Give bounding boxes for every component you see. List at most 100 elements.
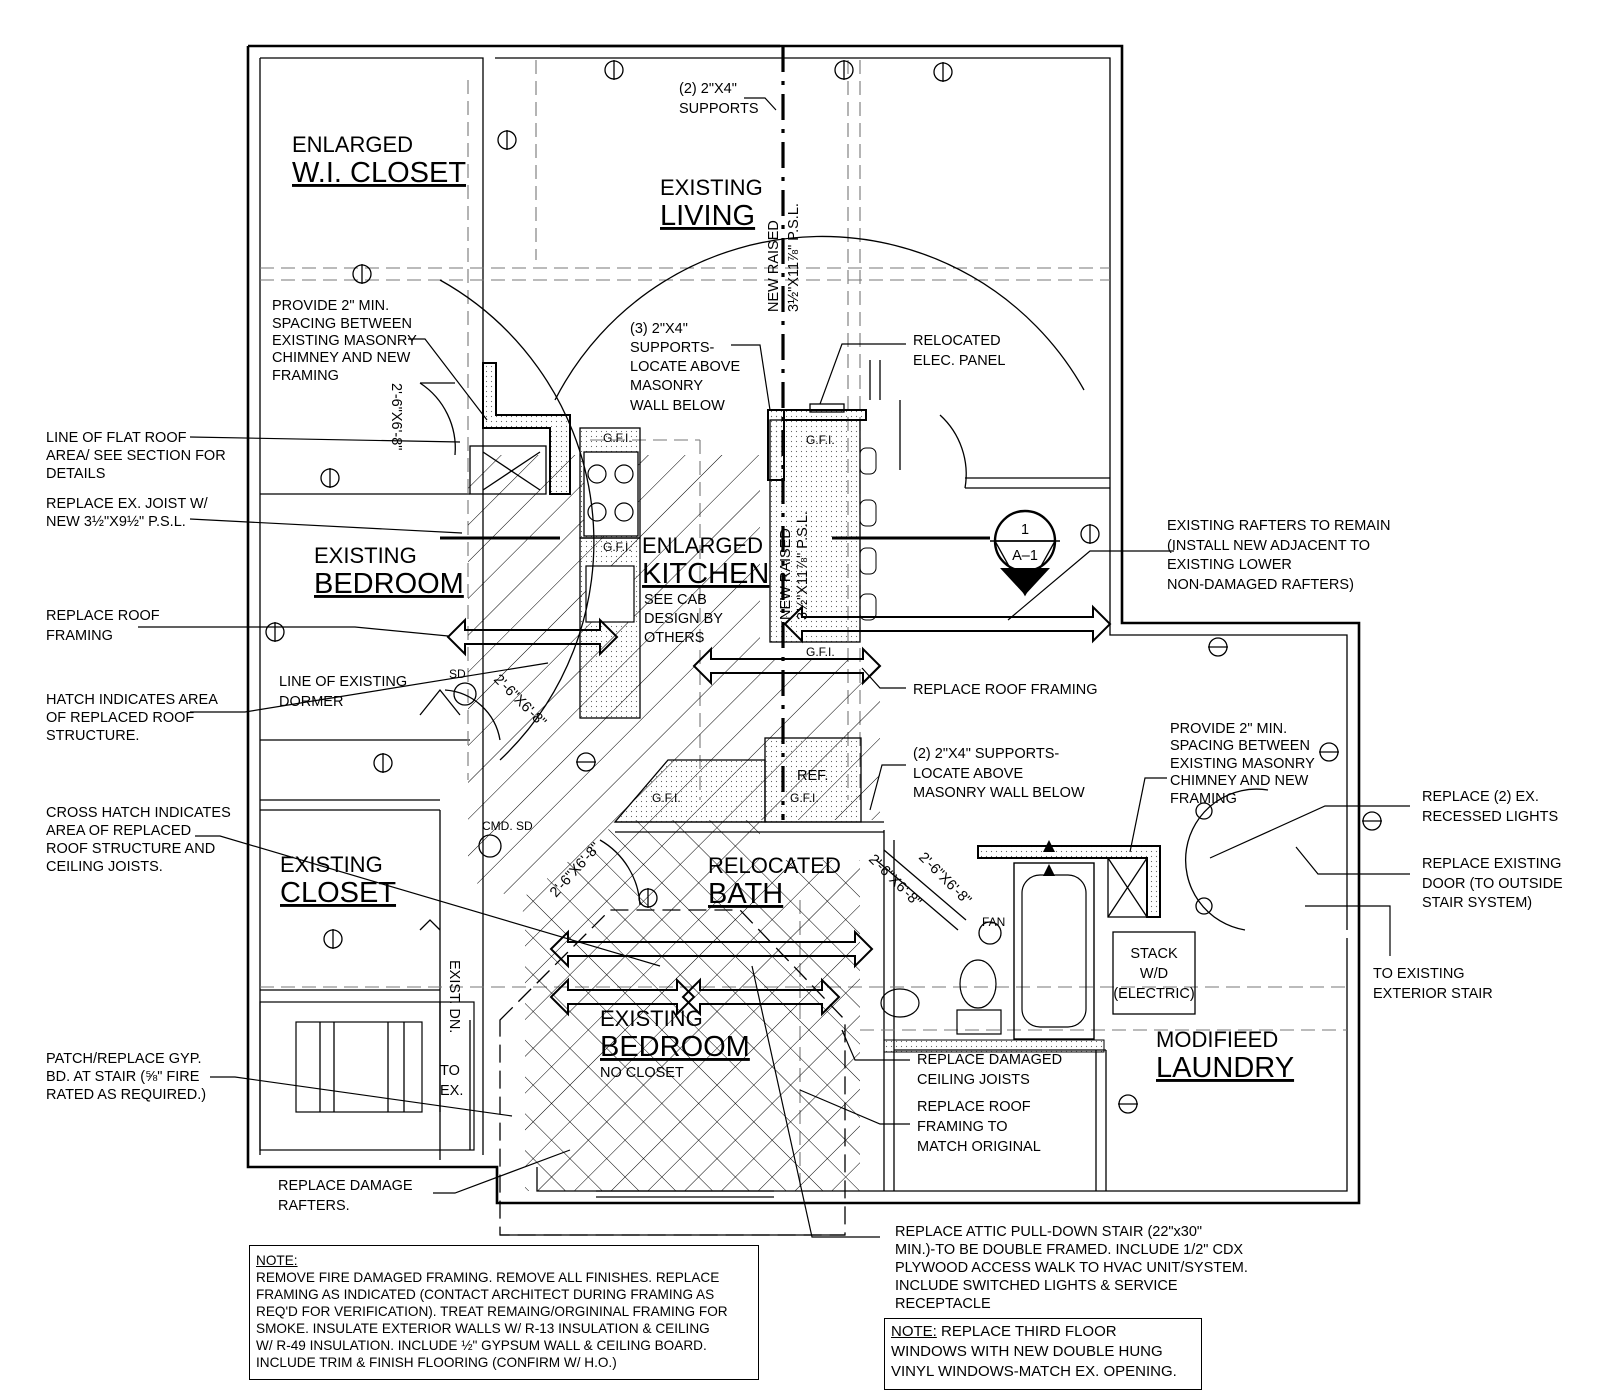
section-number: 1 (1021, 522, 1029, 538)
callout-supports-top: (2) 2"X4" SUPPORTS (679, 81, 759, 117)
kitchen-fixtures (579, 419, 877, 823)
room-wi-closet-line1: ENLARGED (292, 132, 413, 157)
kitchen-note-3: OTHERS (644, 630, 704, 646)
room-closet-line1: EXISTING (280, 852, 383, 877)
window-note: NOTE: REPLACE THIRD FLOOR WINDOWS WITH N… (884, 1318, 1202, 1390)
window-note-line: VINYL WINDOWS-MATCH EX. OPENING. (891, 1363, 1177, 1380)
light-fixture (638, 888, 658, 908)
room-living-name: LIVING (660, 200, 755, 232)
bath-fixtures (875, 840, 1196, 1053)
door-swings (419, 382, 1269, 931)
ref-label: REF. (797, 768, 828, 784)
section-marker: 1 A–1 (990, 509, 1060, 597)
light-fixture (834, 60, 854, 80)
general-note-line: REMOVE FIRE DAMAGED FRAMING. REMOVE ALL … (256, 1270, 720, 1285)
callout-flat-roof: LINE OF FLAT ROOF AREA/ SEE SECTION FOR … (46, 430, 230, 482)
beam-label-upper-1: NEW RAISED (766, 220, 782, 312)
stair (259, 919, 475, 1151)
sd-label: SD (449, 667, 466, 681)
gfi-label: G.F.I. (806, 433, 835, 447)
door-dimension: 2'-6"X6'-8" (388, 383, 404, 450)
light-fixture (933, 62, 953, 82)
light-fixture (373, 753, 393, 773)
beam-label-lower-2: 3½"X11⅞" P.S.L. (795, 511, 811, 620)
window-note-first-line: NOTE: REPLACE THIRD FLOOR (891, 1322, 1195, 1342)
double-arrow-icon (692, 646, 882, 686)
room-bedroom-left-line1: EXISTING (314, 543, 417, 568)
kitchen-note-1: SEE CAB (644, 592, 707, 608)
room-closet-name: CLOSET (280, 877, 396, 909)
general-note-line: W/ R-49 INSULATION. INCLUDE ½" GYPSUM WA… (256, 1338, 707, 1353)
callout-hatch: HATCH INDICATES AREA OF REPLACED ROOF ST… (46, 692, 221, 744)
room-bedroom-bottom-name: BEDROOM (600, 1031, 750, 1063)
light-fixture (497, 130, 517, 150)
smoke-detector-icon (453, 682, 477, 706)
psl-beams (440, 46, 990, 820)
stack-label-1: STACK (1130, 946, 1178, 962)
room-bedroom-bottom-line1: EXISTING (600, 1006, 703, 1031)
recessed-lights (265, 60, 1382, 1114)
smoke-detector-icon (478, 834, 502, 858)
fixture-labels: REF. STACK W/D (ELECTRIC) FAN G.F.I. G.F… (440, 431, 1195, 1099)
stack-label-3: (ELECTRIC) (1113, 986, 1194, 1002)
general-note-line: SMOKE. INSULATE EXTERIOR WALLS W/ R-13 I… (256, 1321, 710, 1336)
reference-arcs (439, 235, 1085, 761)
light-fixture (352, 264, 372, 284)
leader-lines (138, 97, 1410, 1238)
general-note-heading: NOTE: (256, 1253, 298, 1268)
callout-ext-stair: TO EXISTING EXTERIOR STAIR (1373, 966, 1493, 1002)
callout-supports-low: (2) 2"X4" SUPPORTS- LOCATE ABOVE MASONRY… (913, 746, 1085, 801)
room-laundry-name: LAUNDRY (1156, 1052, 1294, 1084)
callout-chimney-right: PROVIDE 2" MIN. SPACING BETWEEN EXISTING… (1170, 721, 1319, 807)
general-note-line: REQ'D FOR VERIFICATION). TREAT REMAING/O… (256, 1304, 728, 1319)
gfi-label: G.F.I. (603, 540, 632, 554)
window-note-text: REPLACE THIRD FLOOR (936, 1323, 1117, 1340)
double-arrow-icon (549, 977, 696, 1017)
window-note-line: WINDOWS WITH NEW DOUBLE HUNG (891, 1343, 1163, 1360)
light-fixture (265, 622, 285, 642)
light-fixture (1362, 811, 1382, 831)
beam-label-lower-1: NEW RAISED (778, 528, 794, 620)
light-fixture (604, 60, 624, 80)
room-bath-line1: RELOCATED (708, 853, 841, 878)
exterior-walls (246, 44, 1361, 1205)
general-note-line: INCLUDE TRIM & FINISH FLOORING (CONFIRM … (256, 1355, 617, 1370)
light-fixture (1080, 524, 1100, 544)
cmd-sd-label: CMD. SD (482, 819, 533, 833)
to-ex-label-1: TO (440, 1063, 460, 1079)
callout-dormer: LINE OF EXISTING DORMER (279, 674, 411, 710)
callout-supports-mid: (3) 2"X4" SUPPORTS- LOCATE ABOVE MASONRY… (630, 321, 744, 414)
beam-labels: NEW RAISED 3½"X11⅞" P.S.L. NEW RAISED 3½… (766, 203, 811, 620)
gfi-label: G.F.I. (790, 791, 819, 805)
room-living-line1: EXISTING (660, 175, 763, 200)
fan-icon (978, 921, 1002, 945)
general-note-line: FRAMING AS INDICATED (CONTACT ARCHITECT … (256, 1287, 715, 1302)
chimney-masonry (469, 362, 1161, 918)
light-fixture (1118, 1094, 1138, 1114)
general-note: NOTE: REMOVE FIRE DAMAGED FRAMING. REMOV… (249, 1245, 759, 1380)
annotations: (2) 2"X4" SUPPORTS PROVIDE 2" MIN. SPACI… (46, 81, 1563, 1312)
callout-elec-panel: RELOCATED ELEC. PANEL (913, 333, 1005, 369)
light-fixture (1319, 742, 1339, 762)
window-note-heading: NOTE: (891, 1323, 937, 1340)
section-sheet: A–1 (1012, 548, 1038, 564)
room-wi-closet-name: W.I. CLOSET (292, 157, 466, 189)
callout-chimney-left: PROVIDE 2" MIN. SPACING BETWEEN EXISTING… (272, 298, 421, 384)
callout-roof-framing-mid: REPLACE ROOF FRAMING (913, 682, 1098, 698)
gfi-label: G.F.I. (806, 645, 835, 659)
kitchen-note-2: DESIGN BY (644, 611, 723, 627)
callout-rafters-remain: EXISTING RAFTERS TO REMAIN (INSTALL NEW … (1167, 518, 1394, 593)
callout-joist: REPLACE EX. JOIST W/ NEW 3½"X9½" P.S.L. (46, 496, 212, 530)
callout-cross-hatch: CROSS HATCH INDICATES AREA OF REPLACED R… (46, 805, 235, 875)
double-arrow-icon (681, 977, 841, 1017)
callout-roof-match: REPLACE ROOF FRAMING TO MATCH ORIGINAL (917, 1099, 1041, 1155)
exist-dn-label: EXIST. DN. (446, 960, 462, 1033)
door-dimension: 2'-6"X6'-8" (915, 850, 974, 909)
callout-attic-stair: REPLACE ATTIC PULL-DOWN STAIR (22"x30" M… (895, 1224, 1252, 1312)
light-fixture (323, 929, 343, 949)
light-fixture (576, 752, 596, 772)
double-arrow-icon (783, 604, 1112, 644)
recessed-light-marker (1195, 897, 1213, 915)
room-kitchen-name: KITCHEN (642, 558, 769, 590)
